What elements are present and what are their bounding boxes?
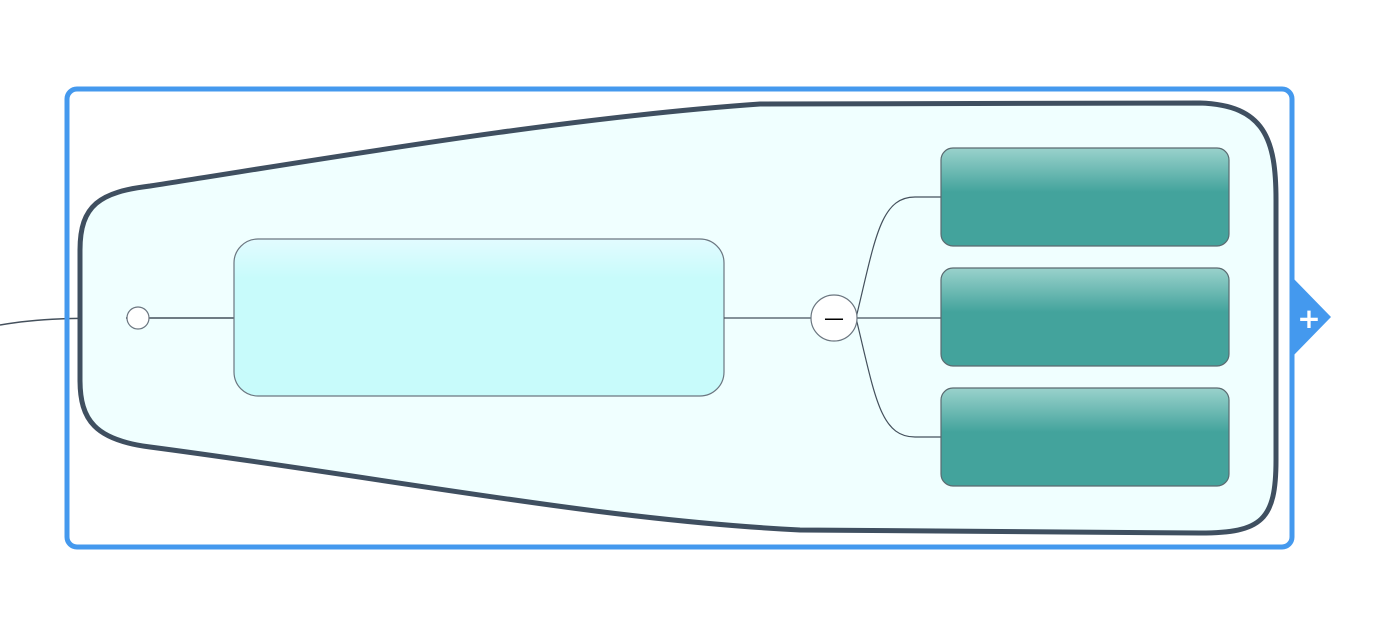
junction-circle [126,306,150,330]
central-topic[interactable] [233,238,725,397]
subtopic-3[interactable] [940,387,1230,487]
connector-subtopic-3 [855,317,941,438]
subtopic-2[interactable] [940,267,1230,367]
minus-icon: — [824,306,844,330]
subtopic-1[interactable] [940,147,1230,247]
plus-icon: + [1297,302,1320,335]
subtopic-group [940,147,1230,487]
expand-tab[interactable]: + [1292,277,1331,357]
collapse-toggle[interactable]: — [810,294,858,342]
connector-subtopic-1 [855,196,941,319]
